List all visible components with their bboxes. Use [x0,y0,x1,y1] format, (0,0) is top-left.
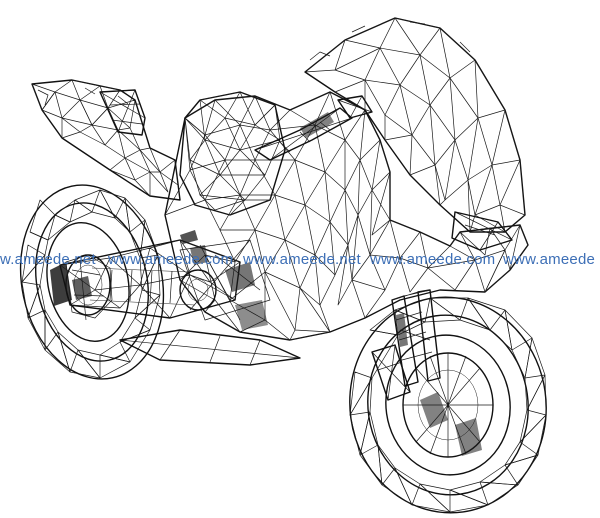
lower-detail [119,329,301,366]
watermark-text-4: www.ameede.com [369,251,495,268]
fuel-tank [179,91,286,216]
front-wheel [349,296,547,514]
tail-section [31,79,181,201]
engine-block [179,230,271,330]
watermark-text-2: www.ameede.com [107,251,233,268]
drive-chain [89,267,196,306]
rear-wheel [19,184,165,380]
watermark-text-3: www.ameede.net [242,251,361,268]
front-brake-disc [402,352,494,458]
windscreen [304,17,526,251]
watermark-text-1: w.ameede.net [0,251,96,268]
front-fork [371,289,441,401]
watermark-text-5: www.ameede [502,251,595,268]
watermark-row: w.ameede.net www.ameede.com www.ameede.n… [0,251,595,268]
fairing-body [164,91,529,341]
rear-hub [50,254,113,321]
handlebar-assembly [254,95,373,161]
